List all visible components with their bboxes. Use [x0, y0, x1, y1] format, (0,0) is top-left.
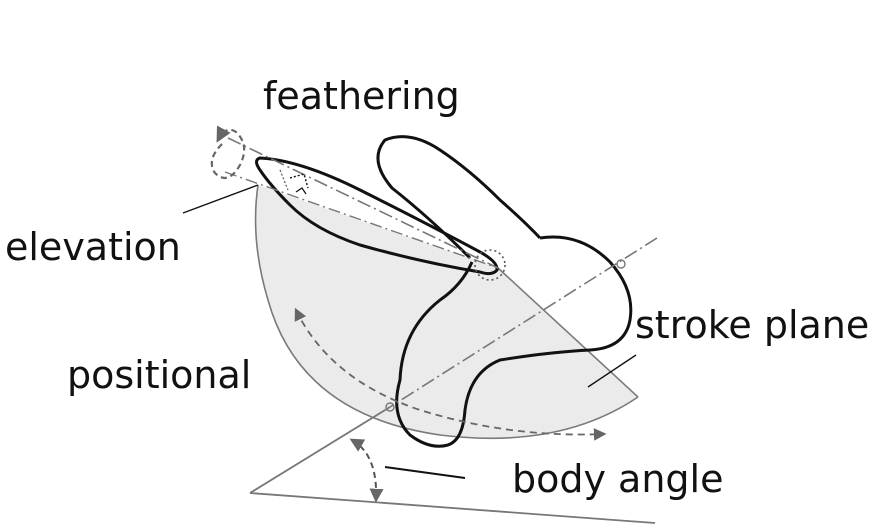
body-angle-arc-arrow: [352, 440, 376, 500]
label-stroke-plane: stroke plane: [635, 303, 869, 347]
elevation-angle-tick: [280, 170, 288, 190]
label-positional: positional: [67, 353, 251, 397]
label-feathering: feathering: [263, 74, 460, 118]
body-angle-upper-line: [250, 407, 390, 493]
right-angle-marker: [290, 174, 308, 188]
label-elevation: elevation: [5, 225, 181, 269]
body-angle-leader: [385, 467, 465, 478]
label-body-angle: body angle: [512, 457, 724, 501]
feathering-rotation-arrow: [212, 130, 244, 178]
elevation-leader: [183, 185, 258, 213]
right-angle-box: [296, 188, 306, 194]
